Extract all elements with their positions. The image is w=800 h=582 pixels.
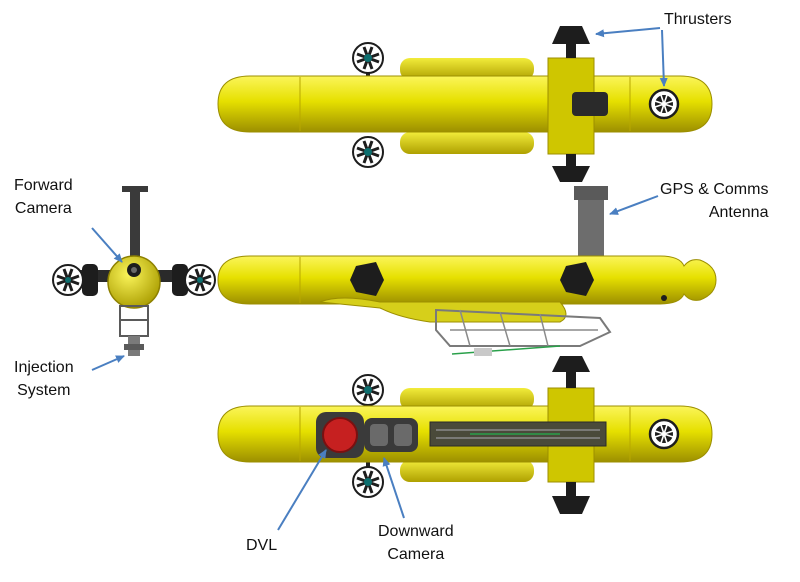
label-gps-line2: Antenna (708, 204, 769, 221)
front-hull-sphere (107, 255, 161, 309)
front-thruster-right (172, 264, 216, 296)
gps-mast (578, 198, 604, 258)
label-injection-line2: System (17, 382, 71, 399)
label-thrusters-text: Thrusters (664, 11, 732, 28)
arrow-dvl (277, 449, 327, 531)
side-pod-bottom (400, 132, 534, 154)
auv-bottom-view (217, 356, 713, 514)
bottom-side-thruster-bottom (351, 462, 385, 499)
label-gps-line1: GPS & Comms (660, 181, 769, 198)
dvl-sensor (322, 417, 358, 453)
arrow-thrusters-left (595, 27, 661, 38)
arrow-thrusters-right (659, 29, 668, 87)
callout-arrows (91, 27, 668, 531)
label-forward-line2: Camera (14, 200, 72, 217)
rear-thruster-top (648, 88, 680, 120)
hatch-top (572, 92, 608, 116)
arrow-injection-system (91, 355, 125, 371)
auv-top-view (217, 26, 713, 182)
bottom-pod-bottom (400, 460, 534, 482)
side-pod-top (400, 58, 534, 80)
label-injection-line1: Injection (14, 359, 74, 376)
label-dvl-text: DVL (246, 537, 278, 554)
label-downward-camera: Downward Camera (378, 520, 454, 566)
label-forward-camera: Forward Camera (14, 174, 73, 220)
arrow-gps-antenna (609, 195, 659, 215)
side-view-thruster-left (350, 262, 384, 296)
injection-system-front (119, 305, 149, 356)
label-downward-line1: Downward (378, 523, 454, 540)
front-mast (130, 188, 140, 272)
bottom-pod-top (400, 388, 534, 410)
hull-side (217, 255, 717, 305)
front-thruster-left (52, 264, 98, 296)
label-downward-line2: Camera (387, 546, 445, 563)
bottom-side-thruster-top (351, 373, 385, 408)
bottom-vertical-thruster-top (552, 356, 590, 388)
rear-thruster-bottom (648, 418, 680, 450)
side-view-thruster-right (560, 262, 594, 296)
vertical-thruster-bottom (552, 154, 590, 182)
label-forward-line1: Forward (14, 177, 73, 194)
vertical-thruster-top (552, 26, 590, 58)
arrow-forward-camera (91, 227, 123, 263)
arrow-downward-camera (382, 457, 405, 519)
label-dvl: DVL (246, 534, 277, 557)
label-injection-system: Injection System (14, 356, 74, 402)
injection-frame (435, 308, 612, 356)
label-thrusters: Thrusters (664, 8, 732, 31)
hull-top (217, 75, 713, 133)
label-gps-comms-antenna: GPS & Comms Antenna (660, 178, 768, 224)
bottom-vertical-thruster-bottom (552, 482, 590, 514)
auv-side-view (217, 186, 717, 356)
side-thruster-top-left (351, 41, 385, 76)
gps-mast-cap (574, 186, 608, 200)
auv-front-view (52, 186, 216, 356)
side-thruster-bottom-left (351, 135, 385, 169)
